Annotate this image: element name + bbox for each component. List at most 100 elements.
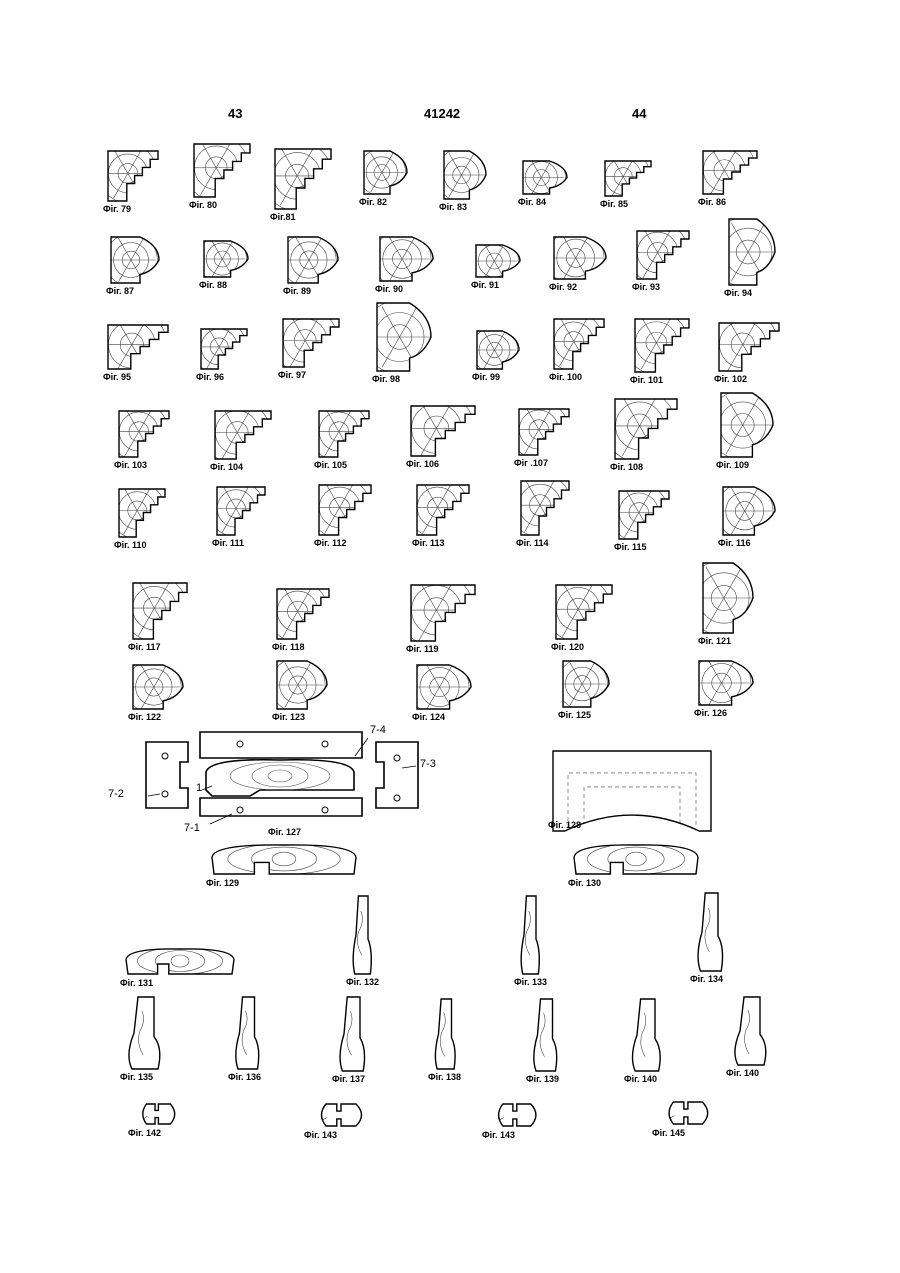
profile-drawing (350, 895, 374, 975)
figure-caption: Фіг. 85 (600, 199, 628, 209)
profile-drawing (443, 150, 487, 200)
figure-86 (702, 150, 758, 195)
figure-100 (553, 318, 605, 370)
profile-drawing (336, 996, 368, 1072)
profile-drawing (276, 588, 330, 640)
figure-caption: Фіг. 143 (304, 1130, 337, 1140)
figure-118 (276, 588, 330, 640)
figure-caption: Фіг. 89 (283, 286, 311, 296)
profile-drawing (553, 236, 607, 280)
figure-caption: Фіг. 115 (614, 542, 647, 552)
figure-101 (634, 318, 690, 373)
figure-caption: Фіг.81 (270, 212, 296, 222)
figure-131 (124, 946, 236, 976)
profile-drawing (118, 410, 170, 458)
figure-caption: Фіг. 123 (272, 712, 305, 722)
profile-drawing (210, 842, 358, 876)
figure-caption: Фіг. 84 (518, 197, 546, 207)
profile-drawing (562, 660, 610, 708)
figure-caption: Фіг. 134 (690, 974, 723, 984)
profile-drawing (118, 488, 166, 538)
figure-102 (718, 322, 780, 372)
figure-136 (232, 996, 262, 1070)
figure-127-assembly: 7-2 7-4 7-3 7-1 1 (140, 728, 440, 838)
figure-caption: Фіг. 113 (412, 538, 445, 548)
figure-caption: Фіг. 140 (726, 1068, 759, 1078)
profile-drawing (214, 410, 272, 460)
profile-drawing (416, 664, 472, 710)
figure-117 (132, 582, 188, 640)
profile-drawing (132, 664, 184, 710)
figure-135 (124, 996, 164, 1070)
figure-caption: Фіг. 135 (120, 1072, 153, 1082)
figure-134 (694, 892, 726, 972)
figure-caption: Фіг. 80 (189, 200, 217, 210)
figure-111 (216, 486, 266, 536)
figure-caption: Фіг. 94 (724, 288, 752, 298)
profile-drawing (702, 150, 758, 195)
profile-drawing (432, 998, 458, 1070)
figure-88 (203, 240, 249, 278)
figure-97 (282, 318, 340, 368)
profile-drawing (518, 895, 542, 975)
figure-89 (287, 236, 339, 284)
profile-drawing (276, 660, 328, 710)
figure-129 (210, 842, 358, 876)
profile-drawing (216, 486, 266, 536)
figure-caption: Фіг. 142 (128, 1128, 161, 1138)
profile-drawing (520, 480, 570, 536)
figure-137 (336, 996, 368, 1072)
figure-107 (518, 408, 570, 456)
figure-caption: Фіг. 124 (412, 712, 445, 722)
figure-121 (702, 562, 754, 634)
figure-caption: Фіг. 101 (630, 375, 663, 385)
figure-114 (520, 480, 570, 536)
profile-drawing (730, 996, 770, 1066)
figure-caption: Фіг. 112 (314, 538, 347, 548)
figure-caption: Фіг. 131 (120, 978, 153, 988)
figure-145 (656, 1100, 714, 1126)
profile-drawing (203, 240, 249, 278)
figure-caption: Фіг. 129 (206, 878, 239, 888)
figure-caption: Фіг. 145 (652, 1128, 685, 1138)
profile-drawing (572, 842, 700, 876)
figure-caption: Фіг. 132 (346, 977, 379, 987)
figure-133 (518, 895, 542, 975)
figure-105 (318, 410, 370, 458)
figure-caption: Фіг. 108 (610, 462, 643, 472)
figure-98 (376, 302, 432, 372)
figure-112 (318, 484, 372, 536)
figure-116 (722, 486, 776, 536)
profile-drawing (722, 486, 776, 536)
profile-drawing (698, 660, 754, 706)
profile-drawing (363, 150, 408, 195)
figure-139 (530, 998, 560, 1072)
figure-caption: Фіг. 125 (558, 710, 591, 720)
profile-drawing (530, 998, 560, 1072)
profile-drawing (702, 562, 754, 634)
figure-143b (486, 1102, 542, 1128)
figure-caption: Фіг. 88 (199, 280, 227, 290)
figure-caption: Фіг. 104 (210, 462, 243, 472)
profile-drawing (656, 1100, 714, 1126)
figure-108 (614, 398, 678, 460)
figure-caption: Фіг. 92 (549, 282, 577, 292)
profile-drawing (522, 160, 568, 195)
figure-142 (132, 1102, 180, 1126)
label-7-3: 7-3 (420, 758, 436, 770)
profile-drawing (518, 408, 570, 456)
figure-caption: Фіг. 117 (128, 642, 161, 652)
profile-drawing (376, 302, 432, 372)
profile-drawing (132, 582, 188, 640)
profile-drawing (200, 328, 248, 370)
figure-caption: Фіг. 98 (372, 374, 400, 384)
figure-104 (214, 410, 272, 460)
figure-109 (720, 392, 774, 458)
figure-84 (522, 160, 568, 195)
figure-106 (410, 405, 476, 457)
profile-drawing (107, 150, 159, 202)
profile-drawing (124, 996, 164, 1070)
figure-caption: Фіг. 106 (406, 459, 439, 469)
figure-caption: Фіг. 119 (406, 644, 439, 654)
figure-caption: Фіг. 103 (114, 460, 147, 470)
